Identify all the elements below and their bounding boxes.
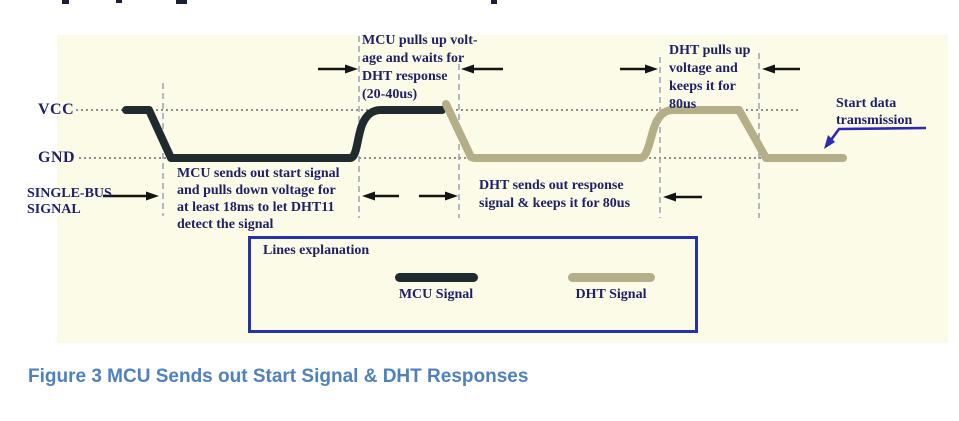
- legend-mcu-label: MCU Signal: [398, 287, 474, 302]
- legend-dht-label: DHT Signal: [575, 287, 647, 302]
- clipped-text-fragment: [116, 0, 122, 3]
- clipped-text-fragment: [491, 0, 497, 4]
- annotation-start-data: Start data transmission: [836, 96, 913, 128]
- annotation-mcu-start: MCU sends out start signal and pulls dow…: [177, 166, 340, 232]
- clipped-text-fragment: [62, 0, 69, 4]
- mcu-signal-swatch: [395, 273, 478, 282]
- annotation-dht-response: DHT sends out response signal & keeps it…: [479, 178, 631, 211]
- figure-caption: Figure 3 MCU Sends out Start Signal & DH…: [28, 366, 529, 387]
- annotation-mcu-pullup: MCU pulls up volt- age and waits for DHT…: [362, 33, 478, 102]
- annotation-dht-pullup: DHT pulls up voltage and keeps it for 80…: [669, 43, 751, 112]
- clipped-text-fragment: [176, 0, 187, 4]
- gnd-label: GND: [38, 149, 76, 166]
- dht-signal-swatch: [568, 273, 655, 282]
- vcc-label: VCC: [38, 101, 75, 118]
- single-bus-signal-label: SINGLE-BUS SIGNAL: [27, 186, 112, 217]
- legend-title: Lines explanation: [263, 243, 370, 258]
- legend-box: [248, 236, 698, 333]
